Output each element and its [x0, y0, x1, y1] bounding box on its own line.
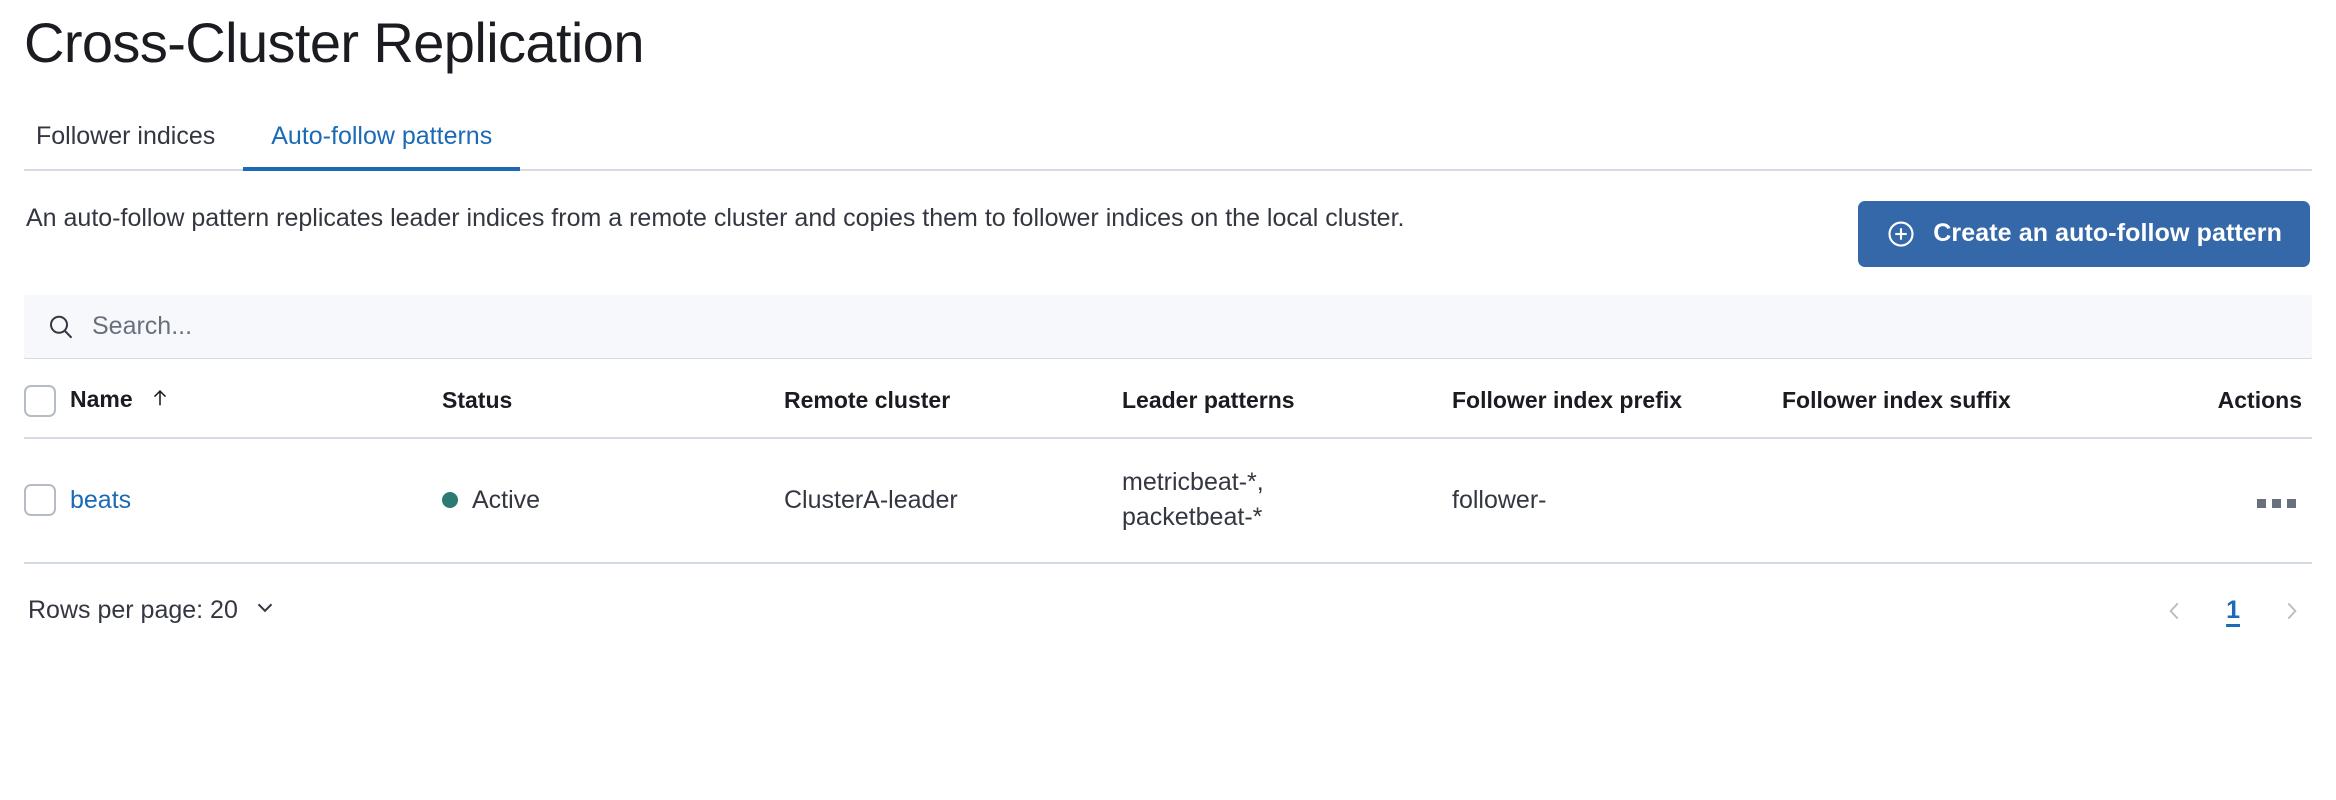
pattern-name-link[interactable]: beats [70, 485, 132, 514]
dot-2 [2272, 498, 2281, 508]
intro-section: An auto-follow pattern replicates leader… [24, 199, 2312, 267]
plus-circle-icon [1886, 219, 1916, 249]
table-header-row: Name Status Remote cluster Leader patter… [24, 384, 2312, 439]
column-label-remote-cluster: Remote cluster [784, 387, 951, 414]
status-dot-icon [442, 492, 458, 509]
tab-bar: Follower indices Auto-follow patterns [24, 109, 2312, 171]
row-checkbox[interactable] [24, 484, 56, 517]
select-all-checkbox[interactable] [24, 384, 56, 417]
column-header-leader-patterns[interactable]: Leader patterns [1122, 384, 1452, 439]
column-header-status[interactable]: Status [442, 384, 784, 439]
search-bar[interactable] [24, 294, 2312, 359]
column-label-actions: Actions [2217, 387, 2302, 414]
cell-actions [2132, 437, 2312, 564]
column-label-follower-index-suffix: Follower index suffix [1782, 387, 2011, 414]
table-footer: Rows per page: 20 1 [24, 594, 2312, 628]
page-number-1[interactable]: 1 [2220, 596, 2246, 625]
next-page-chevron-right-icon[interactable] [2274, 594, 2308, 628]
search-input[interactable] [92, 294, 2290, 359]
create-auto-follow-pattern-button[interactable]: Create an auto-follow pattern [1858, 200, 2310, 267]
table-row: beats Active ClusterA-leader metricbeat-… [24, 437, 2312, 564]
create-button-label: Create an auto-follow pattern [1933, 219, 2282, 248]
auto-follow-patterns-table: Name Status Remote cluster Leader patter… [24, 384, 2312, 564]
cell-status: Active [442, 437, 784, 564]
column-header-follower-index-suffix[interactable]: Follower index suffix [1782, 384, 2132, 439]
column-header-remote-cluster[interactable]: Remote cluster [784, 384, 1122, 439]
select-all-header [24, 384, 70, 439]
status-label: Active [472, 485, 541, 514]
column-label-status: Status [442, 387, 513, 414]
page-title: Cross-Cluster Replication [24, 11, 644, 74]
dot-3 [2287, 498, 2296, 508]
previous-page-chevron-left-icon[interactable] [2158, 594, 2192, 628]
search-icon [46, 312, 76, 342]
tab-follower-indices[interactable]: Follower indices [24, 123, 243, 169]
cell-remote-cluster: ClusterA-leader [784, 437, 1122, 564]
sort-ascending-icon [149, 387, 171, 415]
cell-leader-patterns: metricbeat-*, packetbeat-* [1122, 437, 1452, 564]
cell-follower-index-prefix: follower- [1452, 437, 1782, 564]
cell-name: beats [70, 437, 442, 564]
intro-description: An auto-follow pattern replicates leader… [26, 203, 1405, 232]
dot-1 [2257, 498, 2266, 508]
rows-per-page-selector[interactable]: Rows per page: 20 [28, 594, 278, 627]
tab-auto-follow-patterns[interactable]: Auto-follow patterns [243, 123, 521, 171]
row-actions-menu-icon[interactable] [2251, 493, 2302, 514]
pagination: 1 [2158, 594, 2308, 628]
cell-follower-index-suffix [1782, 437, 2132, 564]
column-header-follower-index-prefix[interactable]: Follower index prefix [1452, 384, 1782, 439]
row-select-cell [24, 437, 70, 564]
column-header-name[interactable]: Name [70, 384, 442, 439]
column-label-leader-patterns: Leader patterns [1122, 387, 1295, 414]
rows-per-page-label: Rows per page: 20 [28, 596, 238, 625]
column-label-name: Name [70, 386, 133, 413]
column-header-actions: Actions [2132, 384, 2312, 439]
column-label-follower-index-prefix: Follower index prefix [1452, 387, 1683, 414]
chevron-down-icon [252, 594, 278, 627]
